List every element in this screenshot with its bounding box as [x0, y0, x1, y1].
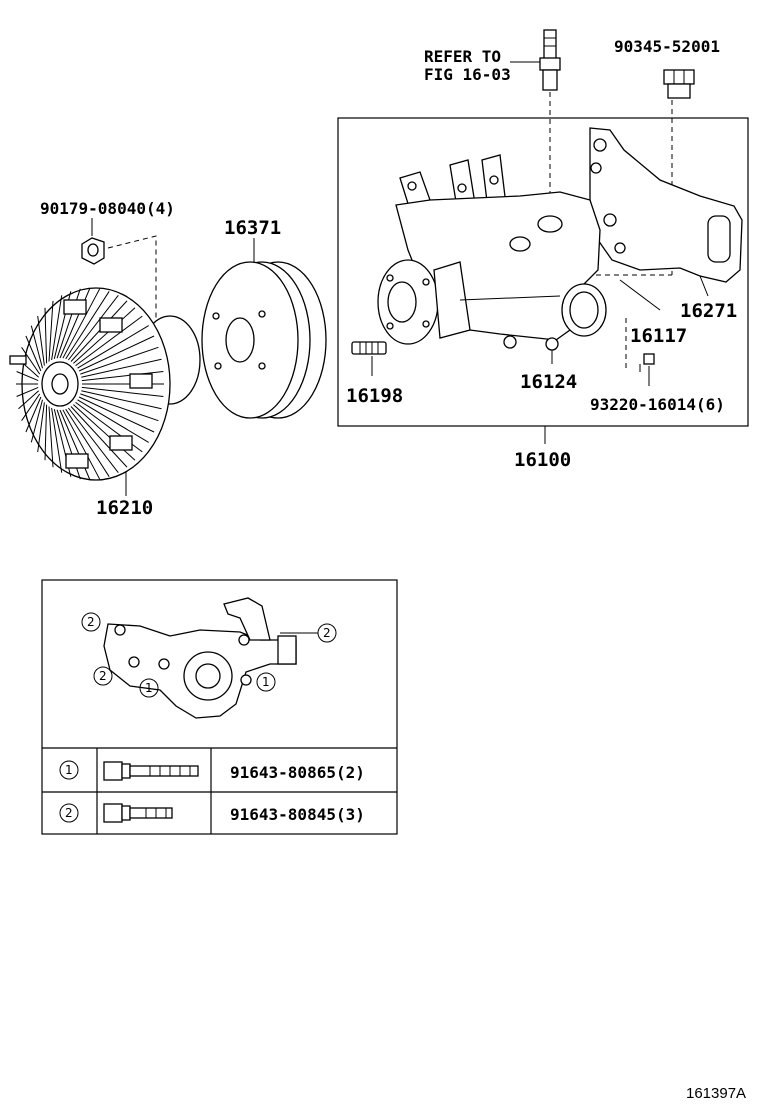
bolt-93220: [639, 353, 655, 372]
fan-fin: [70, 406, 128, 468]
fan-fin: [18, 390, 40, 410]
row2-part-number: 91643-80845(3): [230, 805, 365, 824]
svg-text:2: 2: [87, 615, 95, 629]
label-90345: 90345-52001: [614, 37, 720, 56]
fan-fin: [30, 399, 43, 443]
svg-text:1: 1: [262, 675, 270, 689]
dash-90179: [107, 235, 157, 320]
row2-marker-circle: [59, 803, 79, 823]
refer-to-line2: FIG 16-03: [424, 65, 511, 84]
leader-16117: [619, 279, 661, 311]
long-bolt-icon: [103, 761, 199, 781]
fan-fin: [21, 393, 41, 421]
svg-text:2: 2: [99, 669, 107, 683]
fan-fin: [80, 393, 159, 422]
short-bolt-icon: [103, 803, 173, 823]
inset-pump-outline: [103, 597, 297, 719]
fan-fin: [81, 386, 164, 397]
inset-marker-c: 1: [139, 678, 159, 698]
inset-marker-b: 2: [93, 666, 113, 686]
label-90179: 90179-08040(4): [40, 199, 175, 218]
stud-16198: [351, 341, 387, 355]
fan-fin: [77, 399, 149, 443]
fan-fin: [68, 407, 119, 474]
fan-fin: [25, 396, 42, 433]
fan-fin: [65, 408, 110, 477]
svg-text:2: 2: [323, 626, 331, 640]
label-16198: 16198: [346, 385, 403, 407]
fan-fin: [62, 288, 101, 359]
fan-fin: [30, 325, 43, 369]
fan-fin: [78, 335, 155, 372]
fan-fin: [73, 307, 136, 364]
label-93220: 93220-16014(6): [590, 395, 725, 414]
label-16210: 16210: [96, 497, 153, 519]
fan-fin: [68, 294, 119, 361]
table-row-1: 1 91643-80865(2): [59, 760, 365, 782]
fan-fin: [65, 291, 110, 360]
union-fitting: [539, 29, 561, 91]
refer-to-line1: REFER TO: [424, 47, 501, 66]
gasket-16271: [589, 127, 743, 283]
inset-marker-e: 2: [280, 623, 337, 643]
fan-fin: [51, 407, 63, 473]
water-pump-body: [377, 154, 607, 351]
fan-fin: [51, 295, 63, 361]
fan-fin: [16, 386, 39, 397]
fan-fin: [77, 325, 149, 369]
fan-fin: [70, 300, 128, 362]
fan-fin: [62, 409, 101, 480]
leader-16271: [699, 275, 709, 297]
pulley-16371: [201, 261, 327, 419]
assembly-box: [337, 117, 749, 427]
fan-fin: [37, 316, 45, 366]
fan-fin: [48, 406, 54, 468]
row2-marker: 2: [65, 806, 73, 820]
fan-fin: [21, 347, 41, 375]
plug-90345: [663, 69, 695, 99]
inset-marker-d: 1: [256, 672, 276, 692]
inset-marker-a: 2: [81, 612, 101, 632]
label-16124: 16124: [520, 371, 577, 393]
fan-clutch-16210: [9, 287, 201, 481]
row1-marker: 1: [65, 763, 73, 777]
label-16371: 16371: [224, 217, 281, 239]
row1-part-number: 91643-80865(2): [230, 763, 365, 782]
fan-fin: [81, 358, 162, 378]
label-16100: 16100: [514, 449, 571, 471]
fan-fin: [80, 346, 159, 375]
fan-fin: [37, 402, 45, 452]
fan-fin: [78, 396, 155, 433]
fan-fin: [75, 315, 143, 367]
inset-box: [41, 579, 398, 835]
table-row-2: 2 91643-80845(3): [59, 803, 365, 824]
fan-fin: [44, 404, 48, 461]
reference-code: 161397A: [686, 1085, 746, 1102]
label-16117: 16117: [630, 325, 687, 347]
svg-text:1: 1: [145, 681, 153, 695]
row1-marker-circle: [59, 760, 79, 780]
fan-fin: [44, 307, 48, 364]
fan-fin: [25, 335, 42, 372]
fan-fin: [73, 404, 136, 461]
fan-fin: [81, 390, 162, 410]
fan-fin: [48, 300, 54, 362]
nut-90179: [81, 237, 105, 265]
fan-fin: [16, 371, 39, 382]
label-16271: 16271: [680, 300, 737, 322]
fan-fin: [81, 371, 164, 382]
